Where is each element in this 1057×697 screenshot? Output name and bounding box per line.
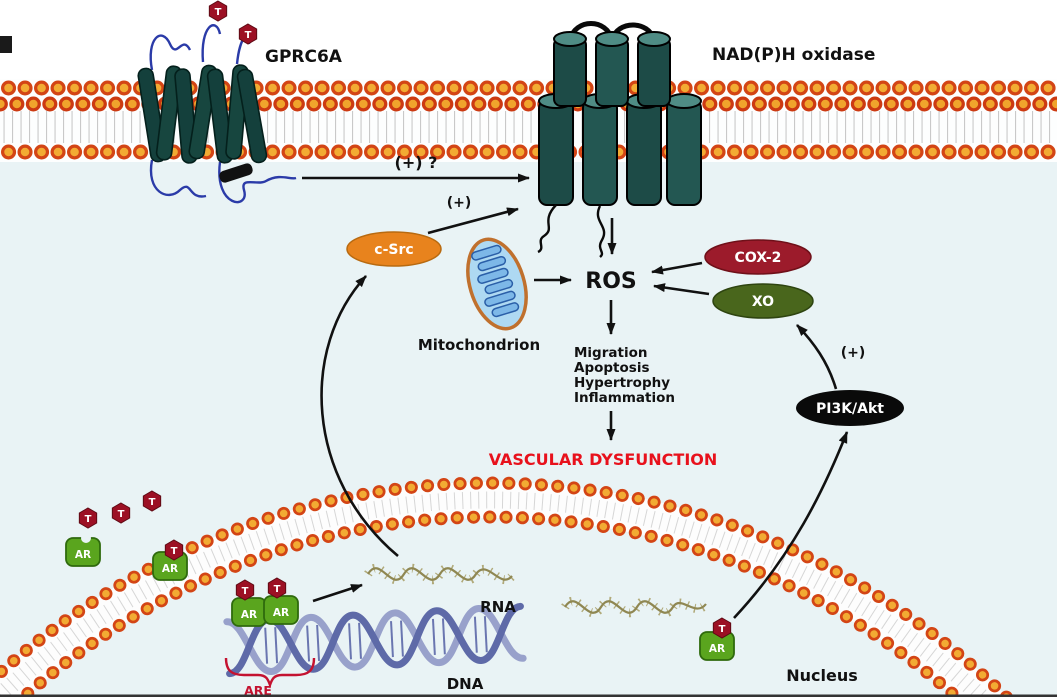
plus-label-pi3k: (+) [841, 345, 866, 361]
arrows [302, 173, 849, 619]
dna-base-pairs [264, 616, 488, 664]
rna-transcript-right [561, 596, 710, 618]
arrow-csrc-to-nadph [427, 207, 519, 235]
testosterone-hexagon: T [142, 490, 162, 512]
ar-label: AR [75, 549, 91, 561]
cox2: COX-2 [704, 239, 812, 275]
ar-label: AR [273, 607, 289, 619]
pi3k-akt-label: PI3K/Akt [816, 401, 884, 417]
plus-question-label: (+) ? [395, 153, 438, 172]
androgen-receptor-nuclear: AR [699, 631, 735, 661]
mitochondrion [466, 237, 528, 331]
androgen-receptor-free: AR [65, 533, 101, 567]
nuclear-head-row-inner [14, 510, 966, 697]
testosterone-hexagon: T [712, 617, 732, 639]
t-label: T [242, 586, 249, 597]
gprc6a-receptor [137, 24, 297, 204]
testosterone-hexagon: T [267, 577, 287, 599]
ar-label: AR [162, 563, 178, 575]
effect-hypertrophy: Hypertrophy [574, 375, 670, 391]
arrow-dimer-to-rna [312, 583, 363, 603]
testosterone-hexagon: T [111, 502, 131, 524]
testosterone-hexagon: T [208, 0, 228, 22]
ar-label: AR [709, 643, 725, 655]
effect-apoptosis: Apoptosis [574, 360, 649, 376]
are-bracket [224, 657, 316, 689]
rna-label: RNA [480, 598, 516, 616]
xo-label: XO [752, 294, 774, 310]
plus-label-csrc: (+) [447, 195, 472, 211]
pi3k-akt: PI3K/Akt [796, 390, 904, 426]
vascular-dysfunction-label: VASCULAR DYSFUNCTION [489, 450, 718, 469]
xo: XO [712, 283, 814, 319]
arrow-xo-to-ros [653, 283, 710, 296]
mitochondrion-cristae [471, 244, 520, 318]
nadph-oxidase [537, 21, 702, 258]
mitochondrion-label: Mitochondrion [418, 336, 540, 354]
gprc6a-label: GPRC6A [265, 47, 343, 67]
nuclear-envelope [0, 476, 1016, 697]
gprc6a-cytoplasmic-bar [219, 163, 253, 183]
are-label: ARE [244, 683, 272, 697]
testosterone-hexagon: T [238, 23, 258, 45]
t-label: T [719, 624, 726, 635]
t-label: T [171, 546, 178, 557]
c-src: c-Src [346, 231, 442, 267]
extracellular-background [0, 0, 1057, 80]
effect-migration: Migration [574, 345, 647, 361]
t-label: T [85, 514, 92, 525]
nucleus-label: Nucleus [786, 666, 858, 685]
gprc6a-helices [137, 64, 268, 164]
arrow-pi3k-to-xo [796, 324, 838, 390]
arrow-cox2-to-ros [651, 261, 703, 275]
testosterone-hexagon: T [235, 579, 255, 601]
arrow-nucleus-to-csrc [320, 275, 399, 557]
ar-empty-notch [81, 533, 91, 543]
rna-transcript-left [364, 563, 516, 585]
t-label: T [245, 30, 252, 41]
ros-label: ROS [585, 269, 637, 294]
bottom-border [0, 694, 1057, 697]
nuclear-head-row-outer [0, 476, 1016, 697]
nadph-bottom-tails [537, 204, 606, 258]
testosterone-hexagon: T [164, 539, 184, 561]
androgen-receptor-dimer-left: AR [231, 597, 267, 627]
t-label: T [149, 497, 156, 508]
arrow-rna-to-pi3k [733, 431, 849, 619]
dna-label: DNA [447, 675, 484, 693]
nadph-oxidase-label: NAD(P)H oxidase [712, 45, 875, 65]
effect-inflammation: Inflammation [574, 390, 675, 406]
nadph-cylinders-upper [553, 31, 671, 107]
t-label: T [215, 7, 222, 18]
c-src-label: c-Src [374, 242, 413, 258]
gprc6a-loops [149, 24, 297, 204]
t-label: T [274, 584, 281, 595]
left-edge-mark [0, 36, 12, 53]
testosterone-hexagon: T [78, 507, 98, 529]
ar-label: AR [241, 609, 257, 621]
t-label: T [118, 509, 125, 520]
cox2-label: COX-2 [735, 250, 782, 266]
effects-list: Migration Apoptosis Hypertrophy Inflamma… [574, 345, 675, 406]
androgen-receptor-dimer-right: AR [263, 595, 299, 625]
androgen-receptor-bound: AR [152, 551, 188, 581]
